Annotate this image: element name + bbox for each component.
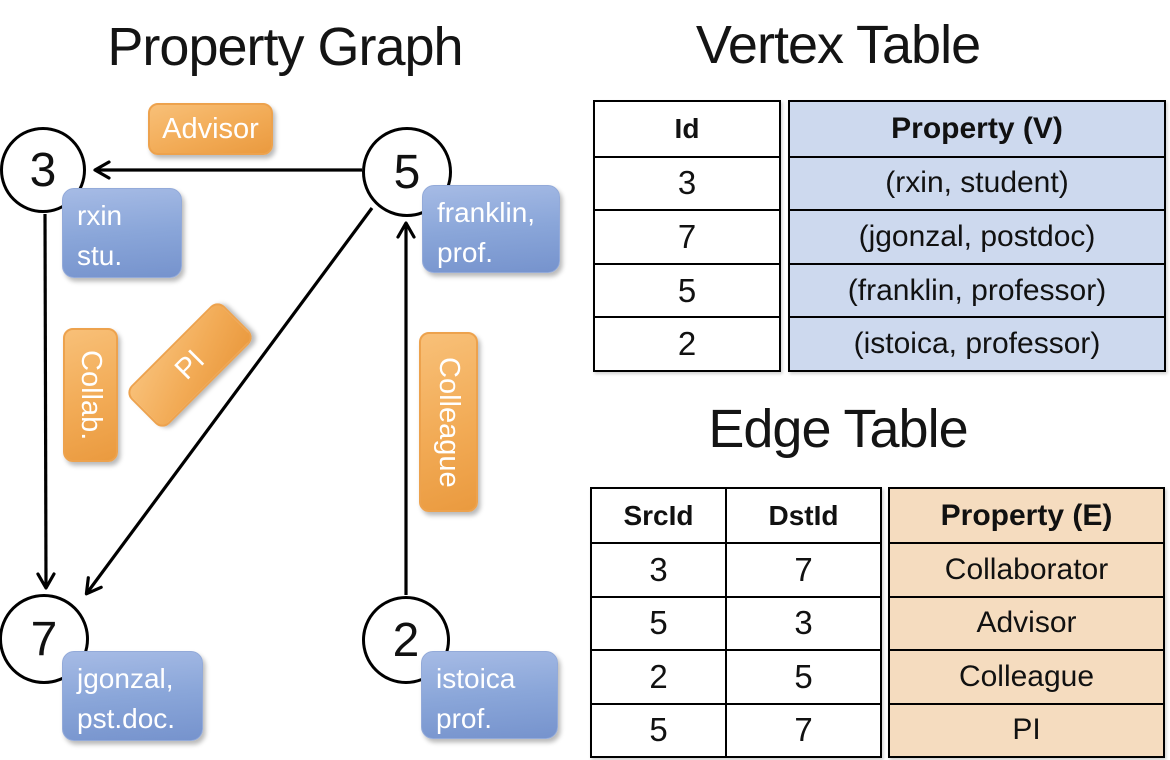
node-property-box-franklin: franklin, prof. xyxy=(422,185,560,273)
vertex-table-id-column: Id 3 7 5 2 xyxy=(593,100,781,372)
graph-edges xyxy=(36,160,416,596)
vertex-table-property-cell: (rxin, student) xyxy=(790,155,1164,210)
edge-table-src-cell: 5 xyxy=(592,702,727,756)
property-line: pst.doc. xyxy=(77,702,176,734)
edge-label-collab: Collab. xyxy=(75,349,107,441)
property-line: franklin, xyxy=(437,197,536,228)
edge-label-colleague: Colleague xyxy=(433,356,465,488)
edge-table-src-cell: 3 xyxy=(592,542,727,596)
node-property-box-jgonzal: jgonzal, pst.doc. xyxy=(62,651,203,741)
edge-table-dst-cell: 5 xyxy=(727,649,880,702)
node-property-box-rxin: rxin stu. xyxy=(62,188,182,278)
edge-table-title: Edge Table xyxy=(708,399,968,459)
node-property-box-istoica: istoica prof. xyxy=(421,651,558,739)
edge-table-dst-cell: 7 xyxy=(727,542,880,595)
edge-table-dst-cell: 3 xyxy=(727,595,880,649)
vertex-table-id-cell: 3 xyxy=(595,155,779,210)
vertex-table-header-property: Property (V) xyxy=(891,111,1063,145)
edge-table-property-cell: Advisor xyxy=(890,595,1163,649)
property-graph-title: Property Graph xyxy=(107,17,463,77)
property-line: rxin xyxy=(77,200,123,231)
vertex-table-header-id: Id xyxy=(674,112,700,144)
property-line: istoica xyxy=(436,663,516,694)
edge-pi-5-to-7 xyxy=(84,207,374,596)
property-line: jgonzal, xyxy=(77,663,174,694)
property-line: prof. xyxy=(437,236,494,268)
property-line: prof. xyxy=(436,702,493,734)
vertex-table-id-cell: 5 xyxy=(595,262,779,317)
edge-table-header-dstid: DstId xyxy=(768,499,839,531)
edge-table-src-cell: 5 xyxy=(592,595,727,650)
vertex-table-property-cell: (franklin, professor) xyxy=(790,262,1164,317)
graph-node-2: 2 xyxy=(362,596,450,684)
vertex-table-id-cell: 2 xyxy=(595,316,779,370)
edge-table-property-cell: Collaborator xyxy=(890,542,1163,595)
property-line: stu. xyxy=(77,239,123,271)
edge-label-advisor: Advisor xyxy=(148,103,273,155)
vertex-table-title: Vertex Table xyxy=(695,15,981,75)
edge-table-property-cell: PI xyxy=(890,702,1163,756)
edge-table-dst-cell: 7 xyxy=(727,702,880,756)
vertex-table-property-cell: (jgonzal, postdoc) xyxy=(790,209,1164,263)
vertex-table-property-cell: (istoica, professor) xyxy=(790,316,1164,370)
edge-table-property-cell: Colleague xyxy=(890,649,1163,702)
edge-table-header-srcid: SrcId xyxy=(592,489,727,543)
vertex-table-property-column: Property (V) (rxin, student) (jgonzal, p… xyxy=(788,100,1166,372)
edge-table-src-cell: 2 xyxy=(592,649,727,703)
edge-collab-3-to-7 xyxy=(36,213,56,590)
vertex-table-id-cell: 7 xyxy=(595,209,779,263)
edge-table-id-columns: SrcId DstId 3 7 5 3 2 5 5 7 xyxy=(590,487,882,758)
edge-table-header-property: Property (E) xyxy=(940,498,1113,532)
edge-table-property-column: Property (E) Collaborator Advisor Collea… xyxy=(888,487,1165,758)
